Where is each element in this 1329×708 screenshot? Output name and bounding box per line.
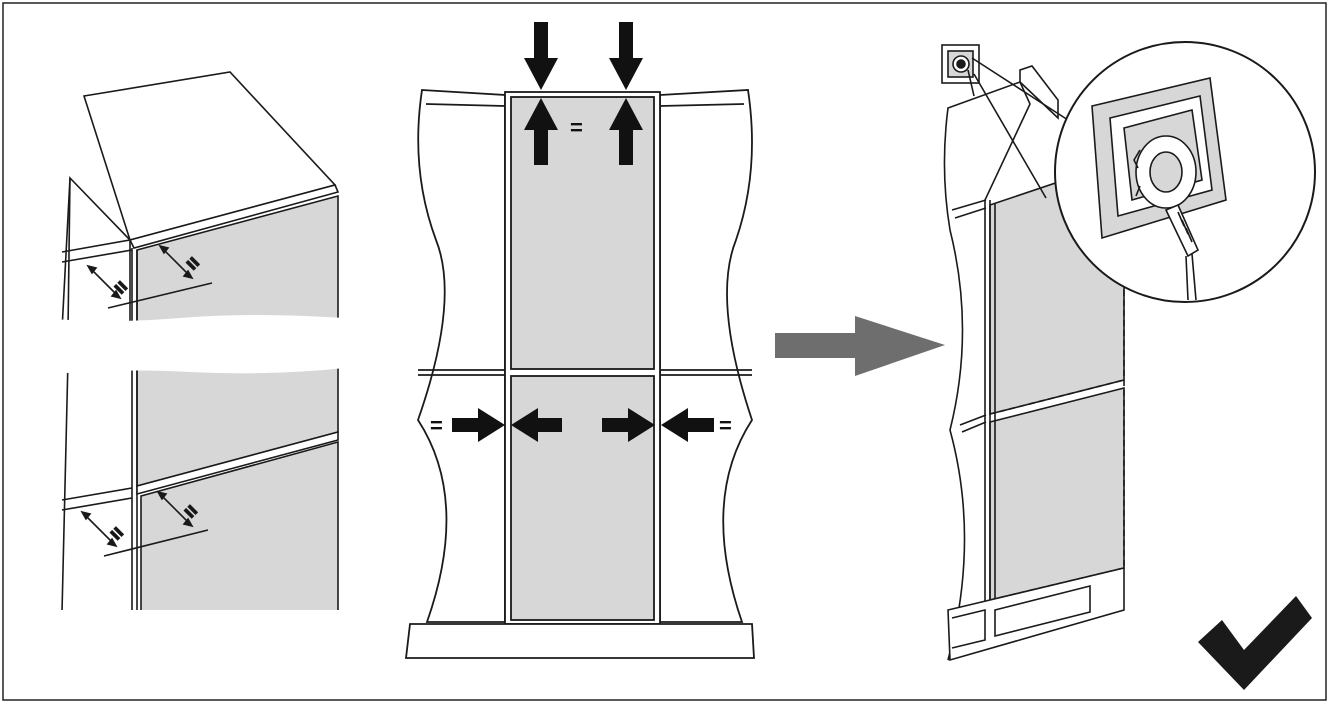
left-panel-bottom-door-gap: = = [61,368,339,610]
right-arrow-icon [602,408,655,442]
down-arrow-icon [609,22,643,90]
checkmark-icon [1198,596,1312,690]
middle-panel-cabinet-front [404,89,755,659]
left-arrow-icon [661,408,714,442]
up-arrow-icon [524,98,558,165]
gap-equal-mark: = [104,522,128,546]
right-arrow-icon [452,408,505,442]
left-gap-equal-mark: = [430,413,443,438]
down-arrow-icon [524,22,558,90]
top-gap-arrows [524,22,643,165]
left-arrow-icon [511,408,562,442]
right-panel-installed-appliance [941,41,1316,662]
right-gap-equal-mark: = [719,413,732,438]
top-gap-equal-mark: = [570,115,583,140]
up-arrow-icon [609,98,643,165]
left-panel-top-door-gap: = = [61,71,340,321]
side-gap-arrows [452,408,714,442]
right-arrow-icon [775,316,945,376]
plug-in-socket-icon [1133,135,1200,301]
